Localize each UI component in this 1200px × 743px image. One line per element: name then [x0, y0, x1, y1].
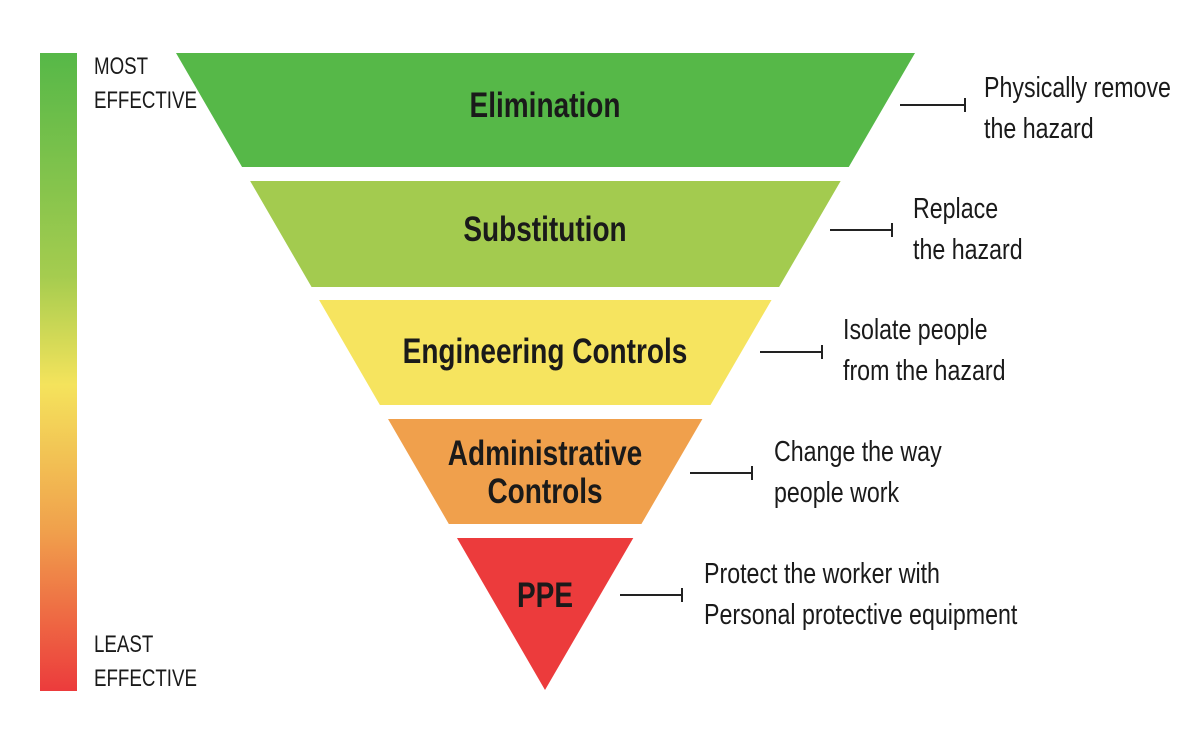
desc-line: people work	[774, 477, 900, 509]
band-engineering	[319, 300, 772, 405]
connector-substitution	[830, 223, 893, 237]
admin-line2: Controls	[487, 472, 603, 511]
desc-administrative: Change the way people work	[774, 432, 942, 514]
admin-line1: Administrative	[447, 434, 643, 473]
desc-line: the hazard	[984, 113, 1094, 145]
desc-line: Protect the worker with	[704, 558, 940, 590]
band-administrative	[388, 419, 703, 524]
desc-elimination: Physically remove the hazard	[984, 68, 1171, 150]
least-label-line1: LEAST	[94, 631, 154, 658]
effectiveness-gradient-bar	[40, 53, 77, 691]
band-elimination	[176, 53, 915, 167]
connector-ppe	[620, 588, 683, 602]
level-ppe-label: PPE	[516, 576, 574, 615]
desc-line: Physically remove	[984, 72, 1171, 104]
connector-administrative	[690, 466, 753, 480]
desc-substitution: Replace the hazard	[913, 189, 1023, 271]
most-effective-label: MOST EFFECTIVE	[94, 50, 197, 118]
level-elimination-label: Elimination	[469, 86, 621, 125]
least-label-line2: EFFECTIVE	[94, 665, 197, 692]
desc-ppe: Protect the worker with Personal protect…	[704, 554, 1017, 636]
most-label-line1: MOST	[94, 53, 149, 80]
level-engineering-label: Engineering Controls	[402, 332, 688, 371]
band-substitution	[250, 181, 841, 287]
connector-engineering	[760, 345, 823, 359]
least-effective-label: LEAST EFFECTIVE	[94, 628, 197, 696]
desc-line: Change the way	[774, 436, 942, 468]
desc-line: Personal protective equipment	[704, 599, 1018, 631]
desc-line: Isolate people	[843, 314, 988, 346]
most-label-line2: EFFECTIVE	[94, 87, 197, 114]
level-substitution-label: Substitution	[463, 210, 627, 249]
desc-line: the hazard	[913, 234, 1023, 266]
desc-line: Replace	[913, 193, 999, 225]
band-ppe	[456, 538, 634, 690]
desc-line: from the hazard	[843, 355, 1006, 387]
desc-engineering: Isolate people from the hazard	[843, 310, 1005, 392]
connector-elimination	[900, 98, 966, 112]
level-administrative-label: Administrative Controls	[385, 435, 705, 511]
